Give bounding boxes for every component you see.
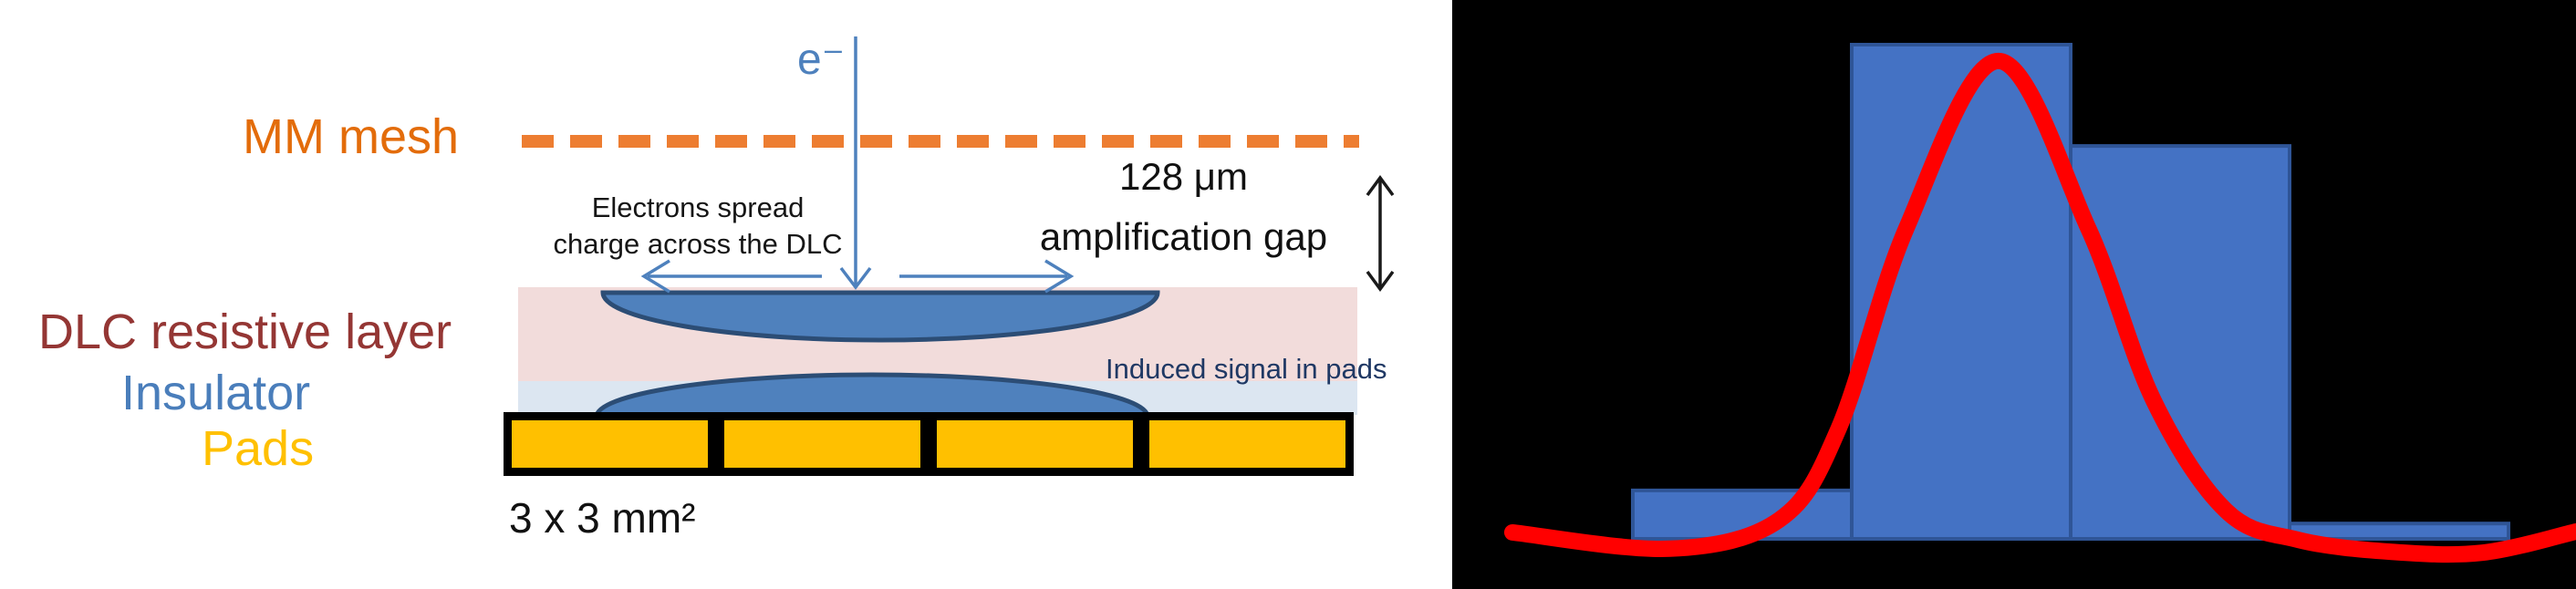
- gaussian-fit-curve: [1504, 52, 2576, 563]
- spread-arrow-right-head-icon: [1044, 259, 1075, 294]
- schematic-drawing: [504, 36, 1395, 476]
- pad-4: [1141, 412, 1354, 476]
- pad-2: [716, 412, 929, 476]
- gap-value-label: 128 μm: [1119, 155, 1248, 198]
- electrons-spread-line1: Electrons spread: [591, 191, 805, 223]
- electrons-spread-line2: charge across the DLC: [553, 228, 843, 260]
- electron-arrow: [839, 36, 872, 290]
- histogram-svg: [1504, 43, 2576, 563]
- pads-label: Pads: [202, 421, 315, 476]
- histogram-panel: [1452, 0, 2576, 589]
- gap-arrow-bottom-head-icon: [1366, 270, 1395, 292]
- spread-arrows: [640, 259, 1075, 294]
- insulator-label: Insulator: [121, 366, 311, 420]
- gap-arrow-top-head-icon: [1366, 175, 1395, 197]
- electron-arrowhead-icon: [839, 266, 872, 290]
- gap-double-arrow: [1366, 175, 1395, 292]
- pads-row: [504, 412, 1354, 476]
- dlc-layer-label: DLC resistive layer: [38, 305, 452, 359]
- pad-1: [504, 412, 716, 476]
- histogram-bar-3: [2069, 144, 2291, 542]
- gap-name-label: amplification gap: [1039, 215, 1328, 258]
- electron-label: e⁻: [797, 36, 846, 84]
- charge-cloud-upper: [600, 290, 1160, 343]
- detector-schematic-panel: MM mesh e⁻ Electrons spread charge acros…: [38, 36, 1395, 542]
- induced-signal-label: Induced signal in pads: [1106, 353, 1387, 385]
- spread-arrow-left-head-icon: [640, 259, 670, 294]
- pad-size-label: 3 x 3 mm²: [509, 494, 696, 542]
- pad-3: [929, 412, 1141, 476]
- charge-cloud-lower: [594, 372, 1150, 419]
- mm-mesh-label: MM mesh: [243, 109, 460, 164]
